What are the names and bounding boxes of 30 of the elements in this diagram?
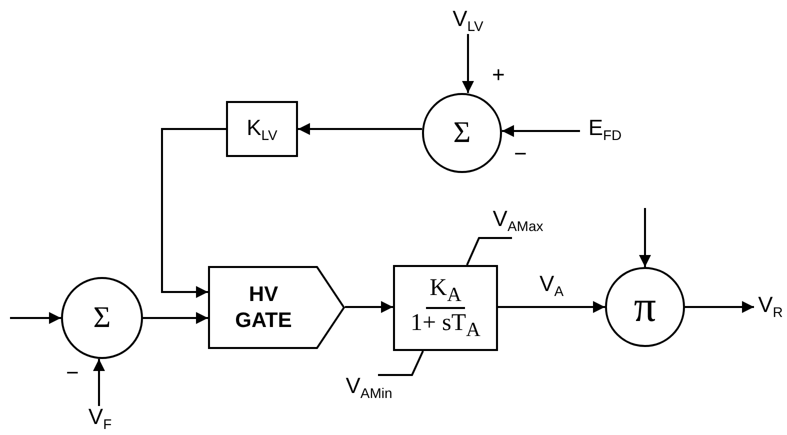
arrow [502, 125, 580, 137]
arrow [10, 312, 61, 324]
block-label: K$_{LV}$ [246, 116, 278, 142]
arrow [639, 208, 651, 267]
arrow [143, 312, 208, 324]
signal-label: V$_{R}$ [754, 294, 787, 321]
transfer-function-block [393, 265, 498, 351]
arrow [298, 123, 422, 135]
gate-block [208, 266, 345, 349]
denominator: 1+ sT$_{A}$ [410, 309, 480, 342]
numerator: K$_{A}$ [426, 274, 466, 309]
signal-label: V$_{AMax}$ [487, 208, 549, 235]
gain-block [226, 101, 298, 157]
arrow [345, 301, 393, 313]
operator-symbol: Σ [453, 118, 471, 148]
arrow [93, 359, 105, 406]
signal-label: V$_{F}$ [84, 406, 116, 432]
block-label: HV GATE [234, 282, 293, 333]
edge-label: V$_{A}$ [540, 273, 564, 298]
arrow [685, 301, 754, 313]
arrow [498, 301, 605, 313]
signal-label: V$_{LV}$ [446, 8, 490, 34]
leader-line [378, 350, 424, 376]
arrow [462, 34, 474, 93]
operator-symbol: Σ [93, 303, 111, 333]
signal-label: E$_{FD}$ [580, 117, 630, 145]
operator-symbol: π [634, 285, 656, 329]
leader-line [466, 237, 512, 266]
arrow [161, 128, 226, 298]
signal-label: V$_{AMin}$ [336, 375, 402, 401]
